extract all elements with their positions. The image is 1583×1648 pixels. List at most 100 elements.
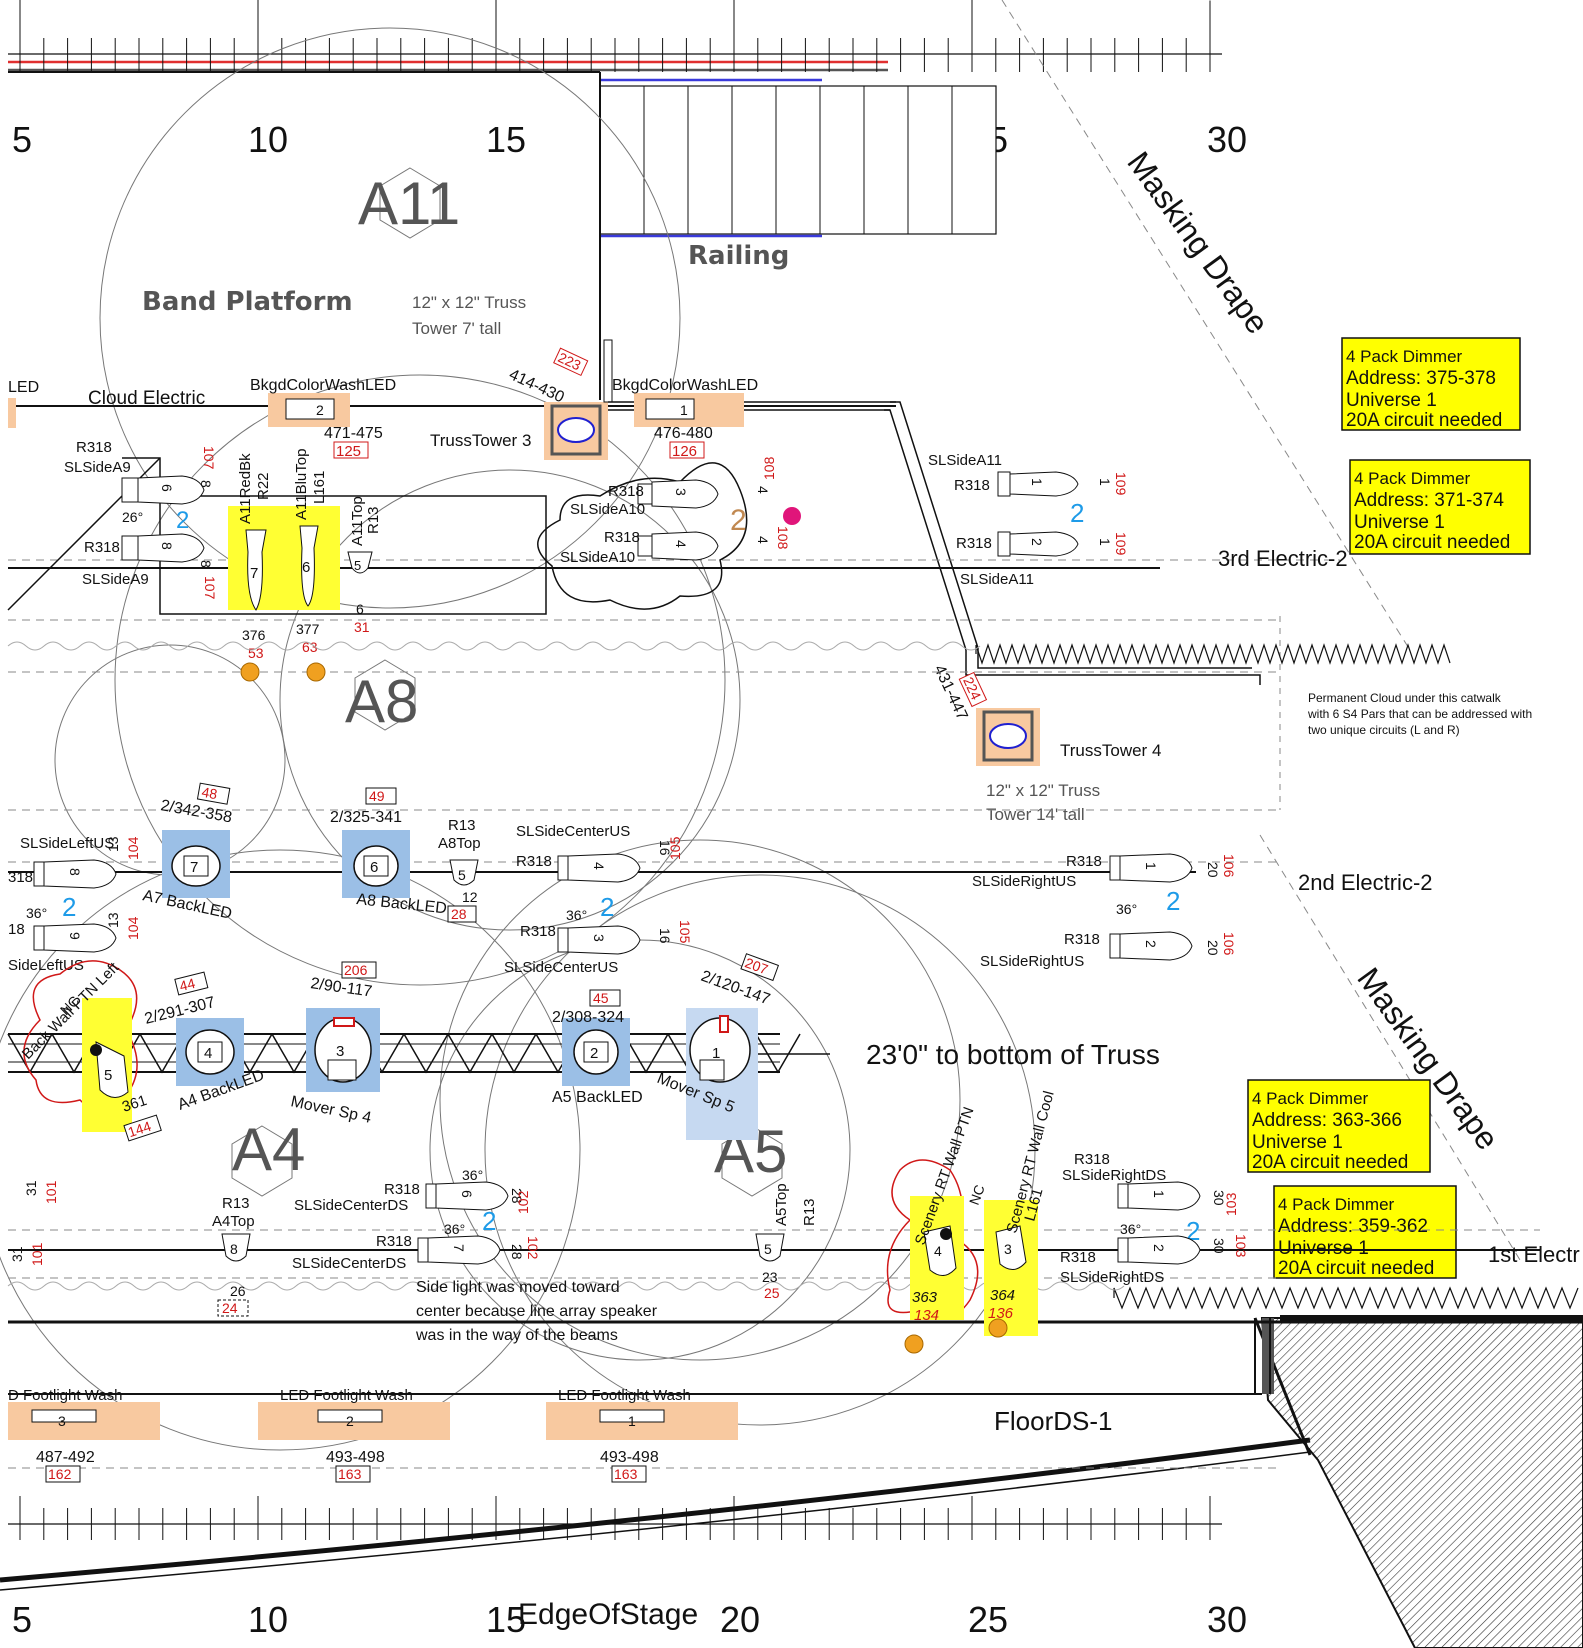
left-two: 2 xyxy=(62,892,76,922)
a4-circ: 44 xyxy=(178,975,197,994)
right-lower-ch: 20 xyxy=(1205,940,1221,956)
third-electric-label: 3rd Electric-2 xyxy=(1218,546,1348,571)
left-lower-ch: 13 xyxy=(105,912,121,928)
a10-circ-b: 108 xyxy=(775,526,791,550)
cds-two: 2 xyxy=(482,1206,496,1236)
a11-upper-ch: 1 xyxy=(1097,478,1113,486)
a11red-circ: 53 xyxy=(248,645,264,661)
center-lower-ch: 16 xyxy=(657,928,673,944)
a11red-color: R22 xyxy=(255,472,272,500)
a11-lower-ch: 1 xyxy=(1097,538,1113,546)
ruler-bottom-5: 5 xyxy=(12,1599,32,1640)
a11red-addr: 376 xyxy=(242,627,266,643)
dimmer-3-universe: Universe 1 xyxy=(1252,1132,1343,1153)
dimmer-box-1: 4 Pack Dimmer Address: 375-378 Universe … xyxy=(1341,337,1521,431)
rds-deg: 36° xyxy=(1120,1221,1141,1237)
a9-lower-unit: 8 xyxy=(159,542,175,550)
right-upper-unit: 1 xyxy=(1143,862,1159,870)
right-upper-name: SLSideRightUS xyxy=(972,873,1076,890)
left-upper-unit: 8 xyxy=(67,868,83,876)
cds-upper-deg: 36° xyxy=(462,1167,483,1183)
footlight-2-circ: 163 xyxy=(338,1466,362,1482)
a11top-circ: 31 xyxy=(354,619,370,635)
ruler-top-15: 15 xyxy=(486,119,526,160)
left-circ-2: 101 xyxy=(29,1242,45,1266)
scenery-ptn-addr: 363 xyxy=(912,1289,938,1306)
a11-lower-circ: 109 xyxy=(1113,532,1129,556)
a11red-name: A11RedBk xyxy=(237,453,254,524)
stairs: Railing xyxy=(8,71,997,400)
center-lower-color: R318 xyxy=(520,923,556,940)
left-ch-2: 31 xyxy=(9,1246,25,1262)
a10-upper-name: SLSideA10 xyxy=(570,501,645,518)
a9-lower-ch: 8 xyxy=(198,560,214,568)
a11red-unit: 7 xyxy=(250,565,258,582)
dimmer-1-title: 4 Pack Dimmer xyxy=(1346,347,1463,366)
wave-border-upper xyxy=(7,641,981,651)
a4top-name: A4Top xyxy=(212,1213,255,1230)
right-deg: 36° xyxy=(1116,901,1137,917)
a11-lower-name: SLSideA11 xyxy=(960,571,1034,588)
a4-unit: 4 xyxy=(204,1045,212,1062)
first-electric-label: 1st Electr xyxy=(1488,1242,1580,1267)
a9-lower-circ: 107 xyxy=(202,576,218,600)
a5-addr: 2/308-324 xyxy=(552,1009,624,1026)
a8top-ch: 12 xyxy=(462,889,478,905)
a11-upper-color: R318 xyxy=(954,477,990,494)
a8top-name: A8Top xyxy=(438,835,481,852)
right-lower-name: SLSideRightUS xyxy=(980,953,1084,970)
scenery-ptn-circ: 134 xyxy=(914,1307,939,1324)
dimmer-2-address: Address: 371-374 xyxy=(1354,490,1504,511)
rds-lower-color: R318 xyxy=(1060,1249,1096,1266)
dimmer-1-address: Address: 375-378 xyxy=(1346,368,1496,389)
left-upper-circ: 104 xyxy=(125,836,141,860)
a8-addr: 2/325-341 xyxy=(330,809,402,826)
truss-tower-note-1b: Tower 7' tall xyxy=(412,319,501,338)
left-lower-color: 18 xyxy=(8,921,25,938)
rds-upper-name: SLSideRightDS xyxy=(1062,1167,1166,1184)
footlight-2-unit: 2 xyxy=(346,1413,354,1429)
truss-tower-3-label: TrussTower 3 xyxy=(430,431,531,450)
dimmer-4-title: 4 Pack Dimmer xyxy=(1278,1195,1395,1214)
truss-tower-4-label: TrussTower 4 xyxy=(1060,741,1161,760)
footlight-3-circ: 162 xyxy=(48,1466,72,1482)
a9-upper-unit: 6 xyxy=(159,484,175,492)
cds-lower-name: SLSideCenterDS xyxy=(292,1255,406,1272)
side-light-note-1: Side light was moved toward xyxy=(416,1279,620,1296)
zigzag-drape-lower xyxy=(1113,1286,1579,1310)
a5top-circ: 25 xyxy=(764,1285,780,1301)
a9-upper-color: R318 xyxy=(76,439,112,456)
a11-upper-name: SLSideA11 xyxy=(928,452,1002,469)
ruler-top-10: 10 xyxy=(248,119,288,160)
bkgd-wash-1-addr: 476-480 xyxy=(654,425,713,442)
dimmer-box-2: 4 Pack Dimmer Address: 371-374 Universe … xyxy=(1349,459,1531,555)
a10-circ-a: 108 xyxy=(761,456,777,480)
a5top-ch: 23 xyxy=(762,1269,778,1285)
rds-lower-circ: 103 xyxy=(1233,1234,1249,1258)
left-upper-ch: 13 xyxy=(105,836,121,852)
left-upper-color: 318 xyxy=(8,869,33,886)
a8-unit: 6 xyxy=(370,859,378,876)
bkgd-wash-2-circ: 125 xyxy=(336,443,361,460)
cds-lower-circ: 102 xyxy=(525,1236,541,1260)
tt3-addr: 414-430 xyxy=(506,366,566,406)
a8top-color: R13 xyxy=(448,817,476,834)
a11blu-color: L161 xyxy=(311,471,328,504)
a11top-color: R13 xyxy=(365,506,382,534)
ptn-left-unit: 5 xyxy=(104,1067,112,1084)
dimmer-3-address: Address: 363-366 xyxy=(1252,1110,1402,1131)
a5-circ: 45 xyxy=(593,990,609,1006)
ruler-bottom-30: 30 xyxy=(1207,1599,1247,1640)
bkgd-wash-2-addr: 471-475 xyxy=(324,425,383,442)
a4top-color: R13 xyxy=(222,1195,250,1212)
dimmer-2-universe: Universe 1 xyxy=(1354,512,1445,533)
right-two: 2 xyxy=(1166,886,1180,916)
dimmer-1-universe: Universe 1 xyxy=(1346,390,1437,411)
ruler-bottom-10: 10 xyxy=(248,1599,288,1640)
rds-upper-ch: 30 xyxy=(1211,1190,1227,1206)
dimmer-1-circuit: 20A circuit needed xyxy=(1346,410,1502,431)
cds-upper-unit: 6 xyxy=(459,1190,475,1198)
masking-drape-top: Masking Drape xyxy=(1120,145,1276,340)
center-upper-circ: 105 xyxy=(667,836,683,860)
